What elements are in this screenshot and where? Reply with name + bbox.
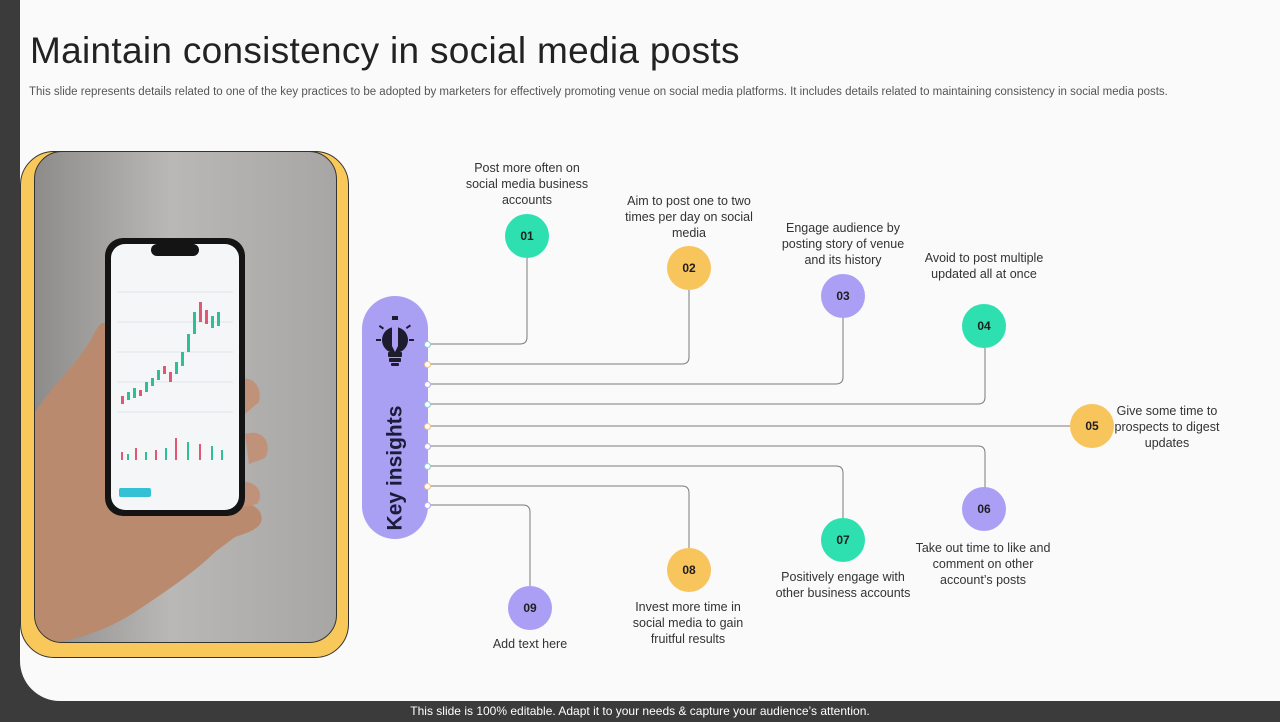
node-02: 02	[667, 246, 711, 290]
node-04: 04	[962, 304, 1006, 348]
node-09-text: Add text here	[492, 637, 568, 651]
footer-banner: This slide is 100% editable. Adapt it to…	[0, 701, 1280, 720]
connector-dot	[424, 381, 431, 388]
node-03: 03	[821, 274, 865, 318]
key-insights-label: Key insights	[383, 405, 406, 530]
phone-in-hand-photo	[34, 151, 337, 643]
connector-dot	[424, 502, 431, 509]
node-02-text: Aim to post one to two times per day on …	[625, 194, 753, 240]
node-03-text: Engage audience by posting story of venu…	[781, 221, 905, 267]
node-08: 08	[667, 548, 711, 592]
slide: Maintain consistency in social media pos…	[20, 0, 1280, 701]
node-07: 07	[821, 518, 865, 562]
node-06-text: Take out time to like and comment on oth…	[915, 541, 1051, 587]
connector-lines	[428, 258, 1070, 586]
connector-dot	[424, 361, 431, 368]
node-01: 01	[505, 214, 549, 258]
page-title: Maintain consistency in social media pos…	[30, 30, 740, 71]
node-05: 05	[1070, 404, 1114, 448]
node-09: 09	[508, 586, 552, 630]
connector-dot	[424, 443, 431, 450]
connector-dot	[424, 423, 431, 430]
page-subtitle: This slide represents details related to…	[29, 86, 1168, 98]
key-insights-label-wrap: Key insights	[362, 296, 428, 539]
node-05-text: Give some time to prospects to digest up…	[1114, 404, 1220, 450]
connector-dot	[424, 463, 431, 470]
connector-dot	[424, 401, 431, 408]
lightbulb-pencil-icon	[376, 316, 414, 366]
node-07-text: Positively engage with other business ac…	[775, 570, 911, 600]
phone-illustration	[35, 238, 268, 642]
node-06: 06	[962, 487, 1006, 531]
node-08-text: Invest more time in social media to gain…	[632, 600, 744, 646]
connector-dot	[424, 341, 431, 348]
node-04-text: Avoid to post multiple updated all at on…	[924, 251, 1044, 281]
connector-dot	[424, 483, 431, 490]
node-01-text: Post more often on social media business…	[465, 161, 589, 207]
